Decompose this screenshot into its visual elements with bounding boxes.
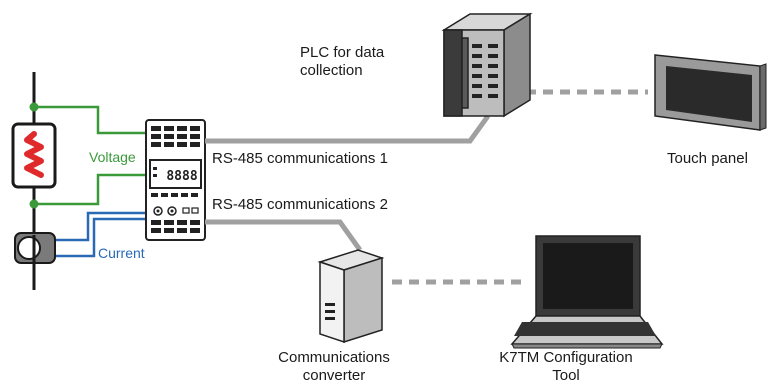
device-display-digits: 8888 <box>166 169 197 184</box>
voltage-node-bottom <box>29 199 39 209</box>
dashed-links <box>392 89 648 285</box>
plc-label: PLC for data collection <box>300 44 385 79</box>
k7tm-device-icon: 8888 <box>145 119 206 241</box>
plc-icon <box>441 12 533 118</box>
touch-panel-icon <box>654 54 767 131</box>
laptop-icon <box>510 235 664 349</box>
current-transformer-icon <box>14 232 56 264</box>
current-label: Current <box>98 245 145 261</box>
rs485-1-label: RS-485 communications 1 <box>212 150 388 167</box>
communications-converter-icon <box>317 249 385 344</box>
voltage-node-top <box>29 102 39 112</box>
converter-label: Communications converter <box>278 349 390 384</box>
rs485-2-label: RS-485 communications 2 <box>212 196 388 213</box>
rs485-lines <box>205 114 491 252</box>
tool-label: K7TM Configuration Tool <box>499 349 633 384</box>
heater-icon <box>11 122 57 189</box>
current-wires <box>56 211 148 258</box>
touch-panel-label: Touch panel <box>667 150 748 167</box>
voltage-wires <box>34 105 148 206</box>
voltage-label: Voltage <box>89 149 136 165</box>
